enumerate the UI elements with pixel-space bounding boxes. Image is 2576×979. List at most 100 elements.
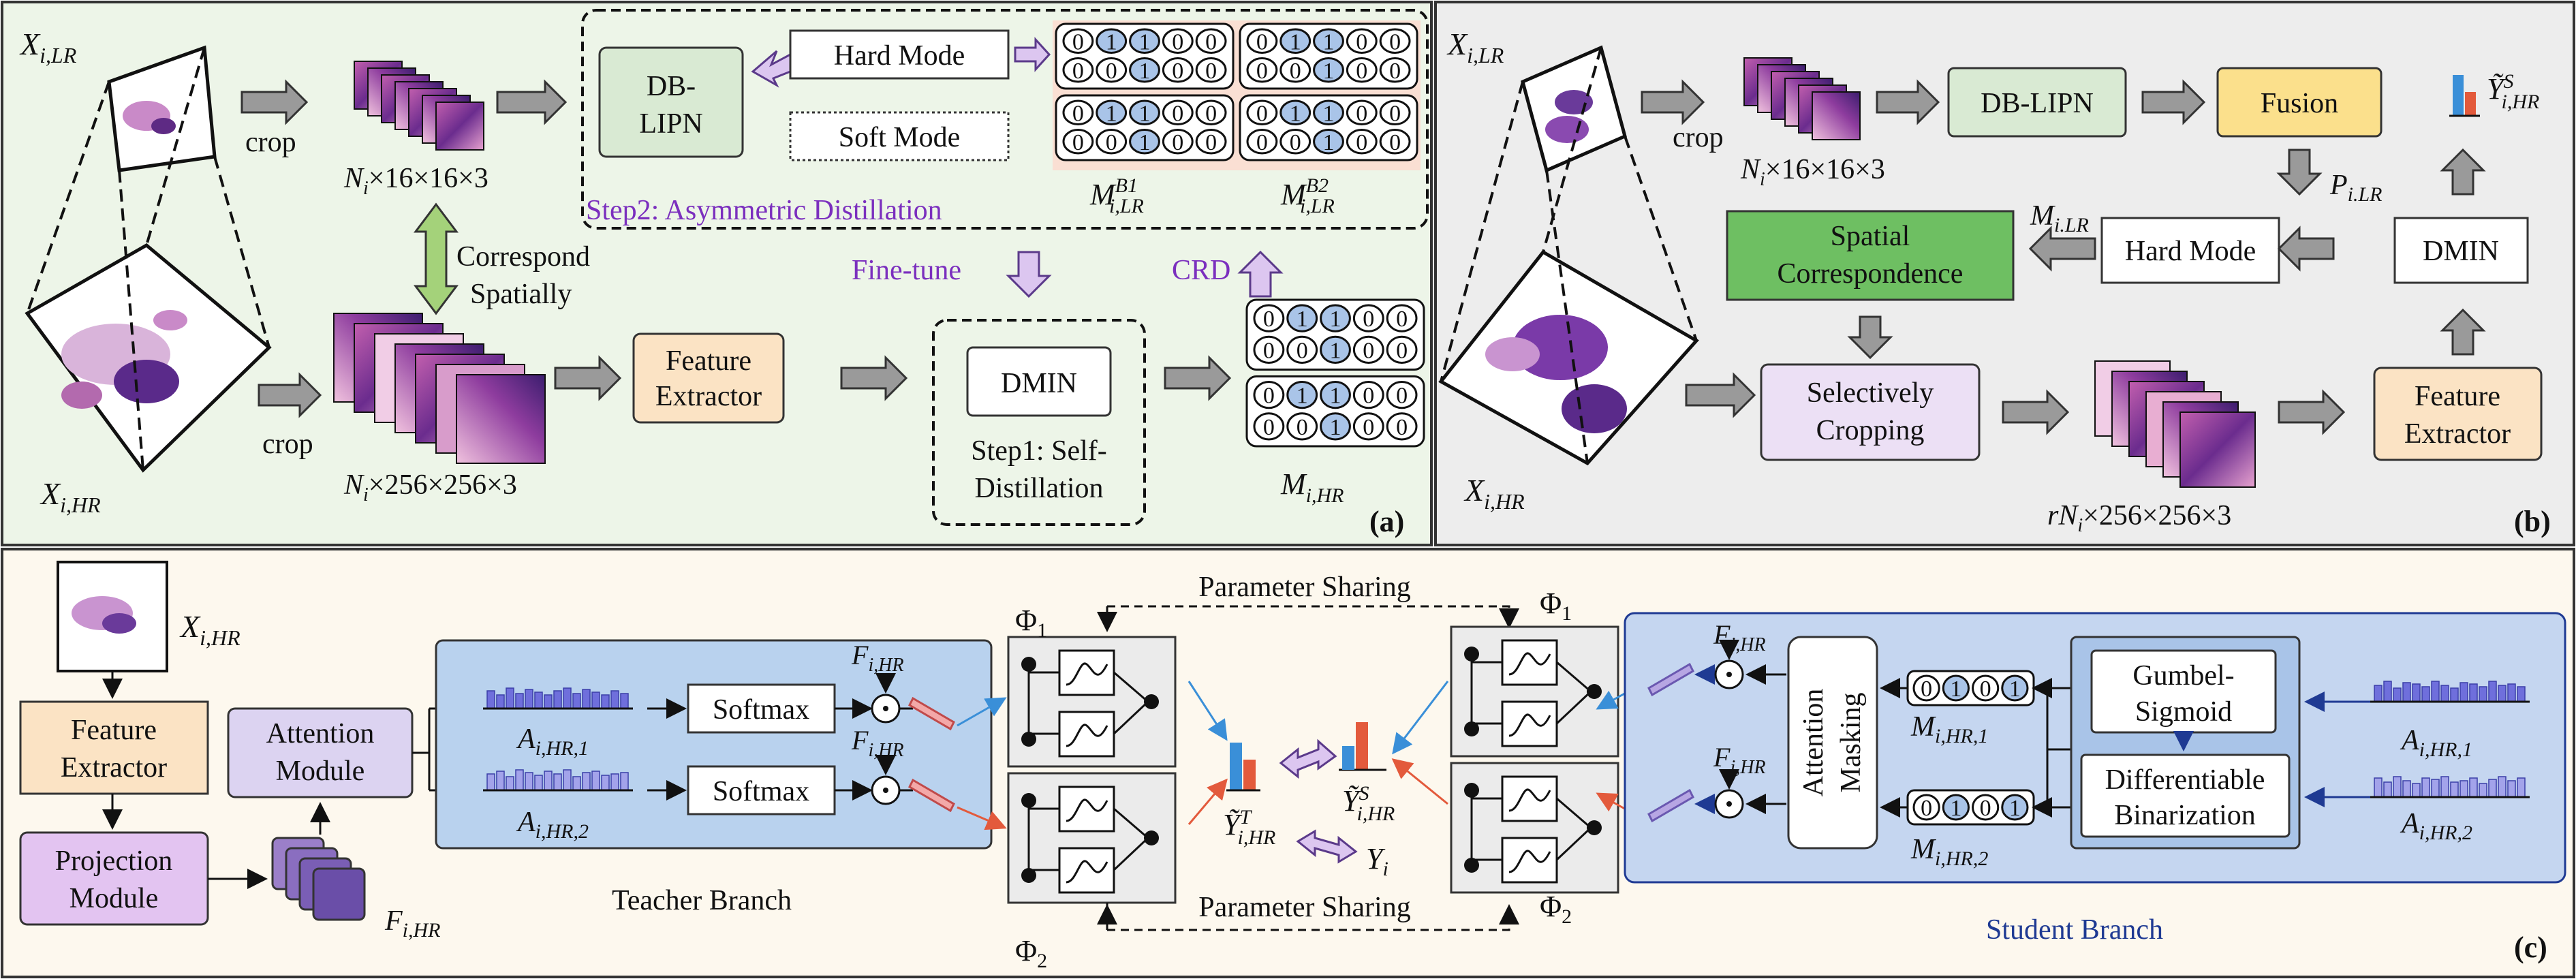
- mask-bit-value: 0: [1290, 130, 1301, 155]
- panel-b-label: (b): [2514, 505, 2551, 538]
- mask-bit: [1942, 794, 1970, 821]
- mask-bit-value: 0: [1290, 59, 1301, 84]
- diff-label2-c: Binarization: [2114, 800, 2256, 831]
- mask-bit-value: 0: [1396, 338, 1408, 363]
- mask-bit-value: 1: [1950, 796, 1961, 821]
- mask-bit-value: 0: [1072, 59, 1084, 84]
- mask-bit: [1313, 99, 1344, 125]
- feature-extractor-label1-a: Feature: [666, 345, 751, 377]
- attention-bar: [515, 693, 524, 709]
- mask-bit-value: 1: [1106, 101, 1117, 126]
- mask-bit: [2001, 674, 2029, 702]
- correspond-arrow-a: [414, 202, 459, 315]
- mask-bit: [1972, 794, 2000, 821]
- fusion-label-b: Fusion: [2261, 88, 2338, 119]
- mask-bit-value: 1: [1323, 130, 1335, 155]
- x-lr-label-a: Xi,LR: [19, 27, 77, 67]
- select-label1-b: Selectively: [1807, 377, 1934, 409]
- mask-bit: [1386, 412, 1418, 441]
- attention-masking-label1-c: Attention: [1798, 689, 1829, 797]
- student-feature-vector-1-c: [1647, 662, 1694, 697]
- mask-bit-value: 0: [1205, 29, 1217, 55]
- mask-bit: [1346, 99, 1378, 125]
- mask-bit: [1279, 129, 1312, 155]
- mask-bit-value: 0: [1389, 101, 1401, 126]
- mask-bit-value: 0: [1389, 59, 1401, 84]
- mask-bit: [1162, 129, 1194, 155]
- student-feature-vector-2-c: [1647, 788, 1694, 823]
- attention-bar: [2431, 681, 2440, 702]
- attention-bar: [544, 694, 553, 709]
- mask-bit: [1096, 99, 1128, 125]
- mask-bit-value: 1: [1297, 384, 1308, 409]
- f-hr-label-c: Fi,HR: [384, 905, 440, 942]
- attention-bar: [2498, 685, 2507, 702]
- arrow-lr-to-dblipn-b: [1876, 79, 1940, 125]
- mask-bit: [1352, 381, 1384, 409]
- dblipn-box-a: [598, 46, 744, 158]
- a1-label-c: Ai,HR,1: [516, 724, 589, 760]
- mask-bit-value: 1: [1330, 338, 1341, 363]
- fine-tune-label-a: Fine-tune: [852, 255, 961, 286]
- teacher-branch-label-c: Teacher Branch: [612, 885, 792, 916]
- attention-bar: [2383, 681, 2392, 702]
- mask-bit-value: 0: [1263, 415, 1275, 440]
- arrow-select-to-patches-b: [2002, 389, 2070, 435]
- mask-bit-value: 0: [1072, 29, 1084, 55]
- mask-bit-value: 0: [1363, 307, 1374, 332]
- attention-bars-1-c: [483, 687, 633, 710]
- classifier-phi2-teacher-c: [1007, 772, 1177, 904]
- mask-bit-value: 0: [1980, 796, 1991, 821]
- arrow-feature-to-dmin-a: [840, 355, 908, 401]
- mask-bit-value: 0: [1363, 338, 1374, 363]
- mask-bit-value: 0: [1363, 384, 1374, 409]
- mask-bit-value: 0: [1256, 101, 1268, 126]
- arrow-spatial-to-select-b: [1847, 315, 1893, 360]
- mask-bit-value: 1: [1290, 29, 1301, 55]
- param-sharing-bottom-label-c: Parameter Sharing: [1198, 892, 1410, 923]
- feature-label1-b: Feature: [2415, 381, 2500, 412]
- m-label-b: Mi.LR: [2030, 200, 2089, 236]
- attention-bar: [2469, 777, 2478, 798]
- mask-bit: [1129, 57, 1160, 83]
- mask-bit-value: 0: [1297, 338, 1308, 363]
- step2-dashed-box-a: [581, 9, 1429, 230]
- attention-bar: [572, 776, 581, 791]
- mask-bit: [1386, 304, 1418, 332]
- panel-c-label: (c): [2514, 931, 2547, 964]
- feature-extractor-label2-a: Extractor: [655, 381, 762, 412]
- mask-bit: [1379, 57, 1411, 83]
- hr-patch-stack-a: [333, 313, 546, 464]
- attention-bar: [2450, 781, 2459, 798]
- attention-masking-label2-c: Masking: [1835, 693, 1867, 793]
- dblipn-label-b: DB-LIPN: [1981, 88, 2094, 119]
- attention-bar: [2374, 685, 2383, 702]
- student-branch-label-c: Student Branch: [1986, 914, 2163, 946]
- mask-bit: [1379, 28, 1411, 54]
- attention-bar: [601, 694, 610, 709]
- attention-bar: [2440, 685, 2449, 702]
- attention-bar: [506, 687, 514, 709]
- mask-bit: [1972, 674, 2000, 702]
- step1-label1-a: Step1: Self-: [971, 435, 1106, 467]
- mask-bit-value: 1: [2009, 796, 2021, 821]
- fine-tune-arrow-a: [1006, 251, 1052, 298]
- arrow-dblipn-to-fusion-b: [2141, 79, 2206, 125]
- step2-label-a: Step2: Asymmetric Distillation: [586, 195, 942, 226]
- mask-bit-value: 0: [1106, 130, 1117, 155]
- attention-bar: [496, 694, 505, 709]
- arrow-hard-to-spatial-b: [2028, 226, 2096, 272]
- mask-bit: [1279, 99, 1312, 125]
- dblipn-label2-a: LIPN: [639, 108, 702, 140]
- mask-bit: [1062, 99, 1094, 125]
- dmin-label-a: DMIN: [1001, 368, 1077, 399]
- mask-bit-value: 0: [1396, 384, 1408, 409]
- mask-bit-value: 0: [1205, 101, 1217, 126]
- mask-bit: [1253, 412, 1285, 441]
- mask-bit: [1253, 304, 1285, 332]
- student-attention-bars-1-c: [2370, 681, 2530, 703]
- mask-bit: [1062, 129, 1094, 155]
- select-label2-b: Cropping: [1816, 415, 1925, 446]
